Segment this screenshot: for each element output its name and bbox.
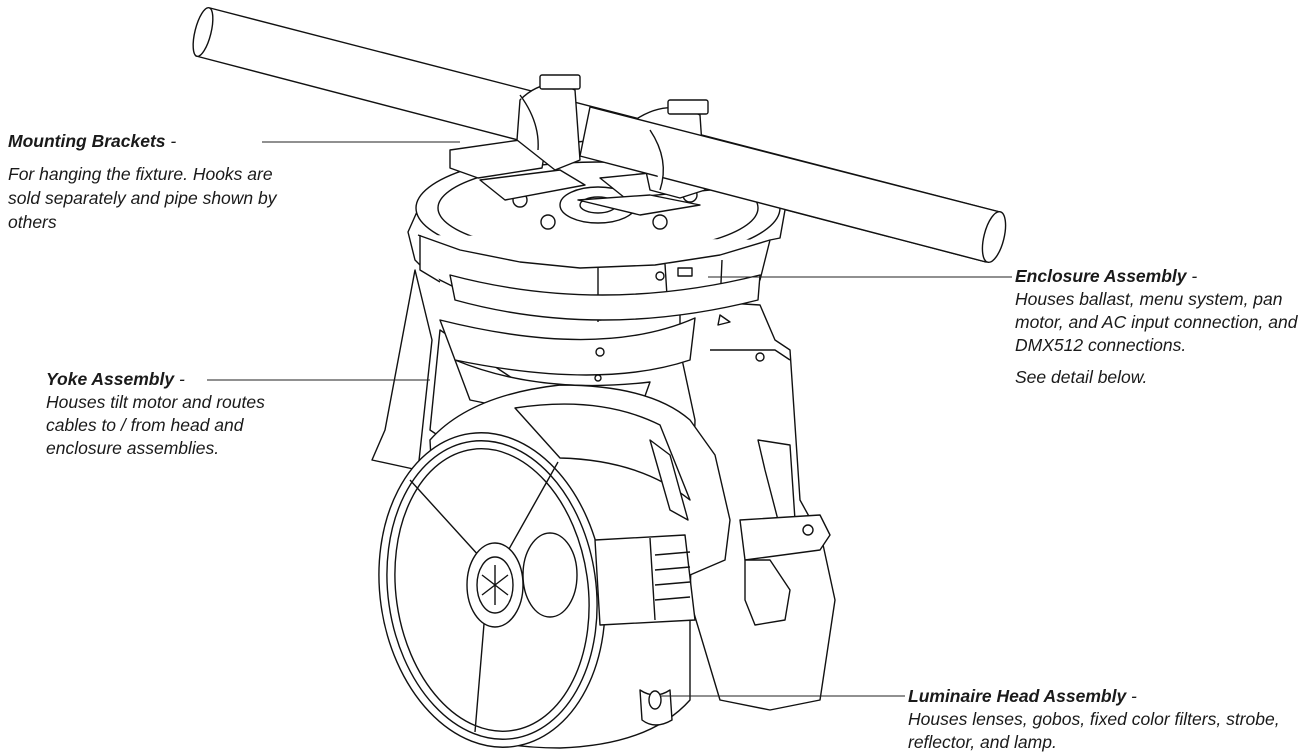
luminaire-head-description: Houses lenses, gobos, fixed color filter…: [908, 709, 1280, 752]
yoke-assembly-description: Houses tilt motor and routes cables to /…: [46, 392, 265, 458]
leader-lines: [207, 141, 1012, 697]
mounting-brackets-dash: -: [165, 131, 177, 151]
pipe-front: [519, 94, 1007, 264]
yoke-assembly: [371, 269, 836, 711]
yoke-assembly-title: Yoke Assembly: [46, 369, 175, 389]
luminaire-head-callout: Luminaire Head Assembly - Houses lenses,…: [908, 685, 1308, 754]
mounting-brackets-callout: Mounting Brackets - For hanging the fixt…: [8, 130, 308, 234]
luminaire-head-assembly: [378, 384, 731, 749]
yoke-assembly-callout: Yoke Assembly - Houses tilt motor and ro…: [46, 368, 316, 460]
enclosure-assembly-description: Houses ballast, menu system, pan motor, …: [1015, 289, 1298, 355]
enclosure-assembly-title: Enclosure Assembly: [1015, 266, 1187, 286]
enclosure-assembly-dash: -: [1186, 266, 1198, 286]
yoke-assembly-dash: -: [174, 369, 185, 389]
enclosure-assembly-callout: Enclosure Assembly - Houses ballast, men…: [1015, 265, 1307, 389]
luminaire-head-dash: -: [1126, 686, 1137, 706]
luminaire-head-title: Luminaire Head Assembly: [908, 686, 1127, 706]
mounting-brackets-title: Mounting Brackets: [8, 131, 166, 151]
enclosure-assembly-note: See detail below.: [1015, 367, 1148, 387]
mounting-brackets-description: For hanging the fixture. Hooks are sold …: [8, 164, 277, 232]
